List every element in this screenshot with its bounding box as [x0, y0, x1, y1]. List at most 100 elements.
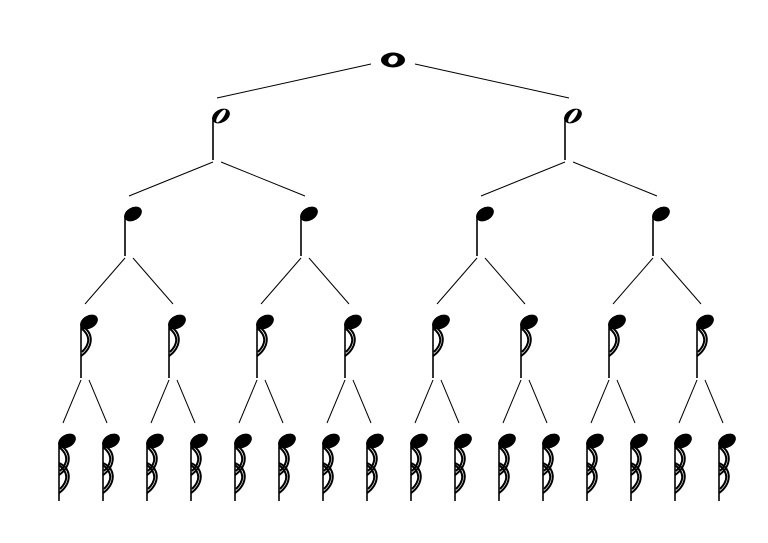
note-flag-inner: [190, 464, 200, 490]
sixteenth-note: [278, 433, 296, 501]
note-flag-inner: [674, 464, 684, 490]
tree-edge: [88, 379, 108, 424]
note-flag: [520, 325, 532, 357]
note-head: [322, 433, 340, 449]
tree-notes: [58, 52, 736, 501]
note-flag: [608, 325, 620, 357]
sixteenth-note: [586, 433, 604, 501]
tree-edge: [220, 161, 306, 197]
eighth-note: [696, 314, 714, 378]
sixteenth-note: [234, 433, 252, 501]
note-flag: [102, 444, 114, 476]
tree-edge: [612, 257, 654, 305]
tree-edge: [414, 379, 434, 424]
note-flag: [410, 444, 422, 476]
note-flag: [454, 462, 466, 494]
eighth-note: [168, 314, 186, 378]
note-flag-inner: [586, 446, 596, 472]
note-head: [190, 433, 208, 449]
note-flag: [322, 444, 334, 476]
note-head: [168, 314, 186, 330]
note-flag-inner: [278, 464, 288, 490]
tree-edge: [216, 63, 372, 99]
note-head: [278, 433, 296, 449]
note-flag: [278, 444, 290, 476]
note-flag: [454, 444, 466, 476]
eighth-note: [344, 314, 362, 378]
note-head: [256, 314, 274, 330]
note-flag: [498, 462, 510, 494]
note-flag: [234, 444, 246, 476]
note-flag: [674, 444, 686, 476]
note-head: [454, 433, 472, 449]
note-flag-inner: [520, 327, 530, 353]
tree-edge: [484, 257, 526, 305]
tree-edge: [128, 161, 214, 197]
tree-edge: [502, 379, 522, 424]
quarter-note: [300, 206, 318, 256]
note-flag-inner: [630, 464, 640, 490]
tree-edge: [352, 379, 372, 424]
sixteenth-note: [674, 433, 692, 501]
eighth-note: [256, 314, 274, 378]
whole-note-hole: [388, 55, 398, 65]
note-flag: [58, 462, 70, 494]
half-note-hole: [568, 109, 578, 123]
tree-edge: [572, 161, 658, 197]
sixteenth-note: [190, 433, 208, 501]
tree-edge: [616, 379, 636, 424]
note-flag: [80, 325, 92, 357]
note-flag-inner: [146, 464, 156, 490]
eighth-note: [432, 314, 450, 378]
note-head: [674, 433, 692, 449]
sixteenth-note: [542, 433, 560, 501]
tree-edge: [150, 379, 170, 424]
half-note: [212, 108, 230, 160]
note-flag-inner: [674, 446, 684, 472]
note-flag-inner: [718, 464, 728, 490]
note-flag-inner: [234, 464, 244, 490]
sixteenth-note: [146, 433, 164, 501]
note-flag: [366, 462, 378, 494]
note-flag-inner: [344, 327, 354, 353]
tree-edge: [436, 257, 478, 305]
note-flag: [718, 462, 730, 494]
note-flag-inner: [696, 327, 706, 353]
tree-edge: [132, 257, 174, 305]
note-flag: [234, 462, 246, 494]
tree-edge: [480, 161, 566, 197]
note-flag-inner: [234, 446, 244, 472]
note-head: [124, 206, 142, 222]
whole-note: [381, 52, 405, 68]
note-flag: [256, 325, 268, 357]
note-head: [300, 206, 318, 222]
note-flag: [542, 444, 554, 476]
note-flag: [146, 462, 158, 494]
note-flag-inner: [366, 446, 376, 472]
quarter-note: [476, 206, 494, 256]
tree-edge: [260, 257, 302, 305]
sixteenth-note: [366, 433, 384, 501]
note-head: [344, 314, 362, 330]
sixteenth-note: [102, 433, 120, 501]
note-flag-inner: [58, 464, 68, 490]
tree-edge: [704, 379, 724, 424]
note-flag-inner: [410, 446, 420, 472]
eighth-note: [80, 314, 98, 378]
note-flag-inner: [146, 446, 156, 472]
tree-edge: [440, 379, 460, 424]
note-flag-inner: [432, 327, 442, 353]
eighth-note: [608, 314, 626, 378]
note-flag: [58, 444, 70, 476]
note-head: [542, 433, 560, 449]
note-flag-inner: [278, 446, 288, 472]
note-flag-inner: [58, 446, 68, 472]
note-head: [366, 433, 384, 449]
tree-edges: [62, 63, 724, 424]
note-flag-inner: [630, 446, 640, 472]
note-flag: [190, 444, 202, 476]
note-head: [586, 433, 604, 449]
note-flag-inner: [322, 446, 332, 472]
note-flag-inner: [542, 446, 552, 472]
